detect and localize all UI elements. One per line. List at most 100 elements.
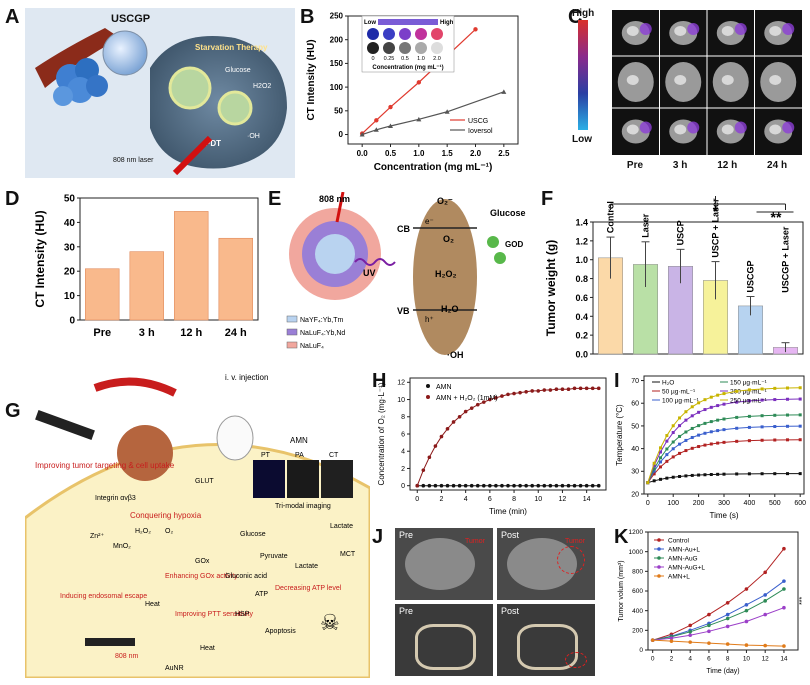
data-point <box>707 623 711 628</box>
trimodal-imaging: PT PA CT Tri-modal imaging <box>253 452 353 510</box>
data-point <box>709 405 713 409</box>
data-point <box>482 400 486 404</box>
panel-label-d: D <box>5 188 20 210</box>
label-glucose: Glucose <box>225 67 251 74</box>
y-tick-label: 40 <box>631 446 639 453</box>
legend-label: AMN + H₂O₂ (1mM) <box>436 395 498 402</box>
x-tick-label: 14 <box>780 656 788 663</box>
data-point <box>388 104 393 110</box>
data-point <box>798 413 802 417</box>
x-tick-label: 8 <box>512 496 516 503</box>
data-point <box>421 468 426 472</box>
data-point <box>703 443 707 447</box>
tumor-mass <box>117 425 173 481</box>
data-point <box>725 601 730 605</box>
data-point <box>433 483 438 488</box>
data-point <box>707 629 711 634</box>
data-point <box>671 455 675 459</box>
data-point <box>652 461 656 465</box>
data-point <box>744 602 749 607</box>
y-tick-label: 0 <box>401 483 405 490</box>
legend-naluf4-ybnd: NaLuF₄:Yb,Nd <box>300 330 345 337</box>
label-pyruvate: Pyruvate <box>260 553 288 560</box>
inset-dot-gray <box>399 42 411 54</box>
data-point <box>518 390 522 395</box>
data-point <box>709 430 713 434</box>
x-tick-label: 24 h <box>225 327 247 339</box>
data-point <box>709 395 713 399</box>
data-point <box>798 397 802 401</box>
data-point <box>773 398 777 402</box>
data-point <box>501 89 507 94</box>
data-point <box>554 387 559 391</box>
label-glucose: Glucose <box>490 208 526 218</box>
data-point <box>678 434 682 438</box>
data-point <box>584 386 589 391</box>
ct-col-24h: 24 h <box>767 160 788 171</box>
x-tick-label: Pre <box>93 327 111 339</box>
data-point <box>530 389 534 393</box>
y-tick-label: 60 <box>631 401 639 408</box>
data-point <box>494 396 498 400</box>
series-line <box>647 414 801 483</box>
label-laser: 808 nm laser <box>113 157 154 164</box>
data-point <box>760 425 764 429</box>
x-tick-label: 500 <box>769 500 781 507</box>
data-point <box>744 643 749 647</box>
data-point <box>773 472 777 476</box>
y-tick-label: 0.4 <box>575 312 588 322</box>
legend-marker <box>657 556 661 560</box>
series-line <box>652 639 784 647</box>
bar-label: Control <box>606 201 616 233</box>
inset-dot-color <box>367 28 379 40</box>
y-tick-label: 1.2 <box>575 236 588 246</box>
y-tick-label: 0 <box>69 316 75 327</box>
data-point <box>652 472 656 476</box>
ct-bone <box>721 26 734 36</box>
data-point <box>798 424 802 428</box>
bar-24h <box>218 237 253 321</box>
data-point <box>697 424 701 428</box>
ct-bone <box>769 26 782 36</box>
y-tick-label: 1.4 <box>575 218 588 228</box>
ct-tumor-signal <box>782 121 795 134</box>
data-point <box>722 392 726 396</box>
label-iv-injection: i. v. injection <box>225 373 268 382</box>
data-point <box>671 440 675 444</box>
data-point <box>678 424 682 428</box>
y-tick-label: 400 <box>632 608 643 615</box>
data-point <box>688 640 692 644</box>
data-point <box>665 439 669 443</box>
inset-tick: 0 <box>371 56 374 62</box>
x-tick-label: 2.0 <box>470 149 482 158</box>
data-point <box>444 109 450 114</box>
bar-label: USCGP <box>746 260 756 292</box>
sig-stars: *** <box>799 596 806 604</box>
data-point <box>747 472 751 476</box>
y-tick-label: 6 <box>401 431 405 438</box>
y-tick-label: 20 <box>64 267 76 278</box>
ct-bone <box>674 124 687 135</box>
data-point <box>773 386 777 390</box>
data-point <box>773 438 777 442</box>
data-point <box>554 483 559 488</box>
enzyme-icon <box>494 252 506 264</box>
ct-tumor-signal <box>639 23 652 35</box>
bar-Pre <box>85 268 120 321</box>
data-point <box>690 435 694 439</box>
inset-dot-color <box>399 28 411 40</box>
ct-tumor-signal <box>639 121 652 134</box>
data-point <box>744 608 749 613</box>
label-o2: O₂ <box>443 234 454 244</box>
series-line <box>652 607 785 641</box>
ct-tumor-signal <box>687 23 700 35</box>
data-point <box>773 425 777 429</box>
data-point <box>463 483 468 488</box>
data-point <box>659 450 663 454</box>
ct-tumor-signal <box>734 121 747 134</box>
